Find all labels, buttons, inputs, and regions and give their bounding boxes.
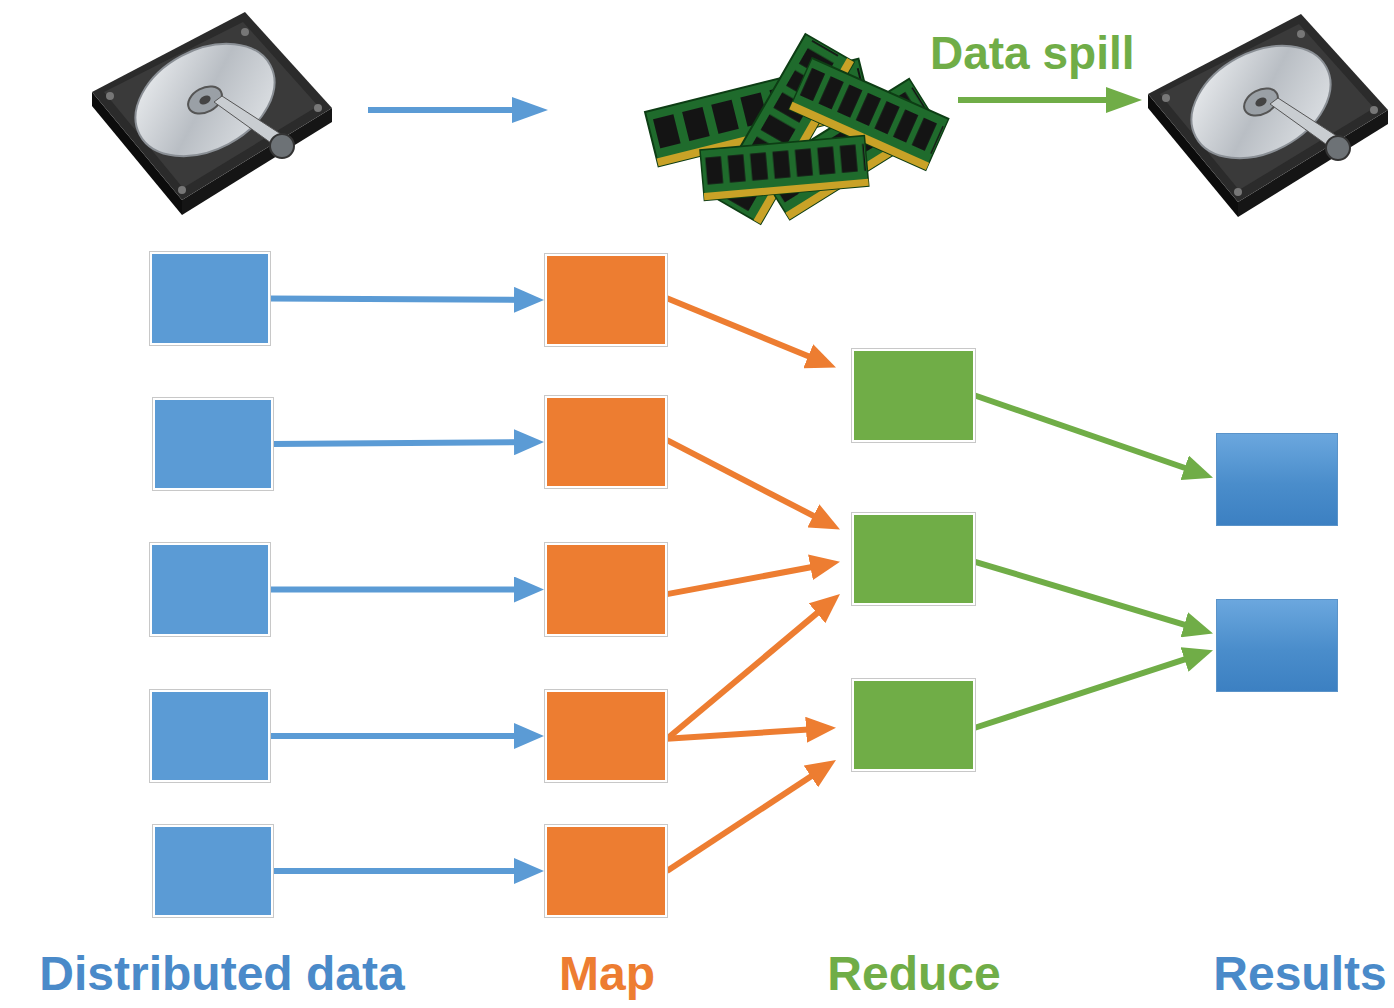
reduce-task [852, 513, 975, 605]
flow-arrow [667, 564, 828, 594]
data-block [150, 252, 270, 345]
column-title: Results [1213, 950, 1386, 998]
flow-arrow [975, 562, 1202, 630]
column-title: Map [559, 950, 655, 998]
flow-arrow [270, 299, 532, 300]
flow-arrow [975, 654, 1202, 728]
flow-arrow [667, 298, 825, 363]
data-block [153, 825, 273, 917]
data-block [150, 543, 270, 636]
result-block [1216, 433, 1338, 526]
flow-arrow [667, 729, 824, 739]
column-title: Reduce [827, 950, 1000, 998]
map-task [545, 690, 667, 782]
flow-arrow [270, 587, 532, 593]
flow-arrow [273, 442, 532, 444]
flow-arrow [273, 868, 532, 874]
ram-modules [645, 34, 949, 224]
load-arrow [368, 97, 548, 123]
column-title: Distributed data [39, 950, 404, 998]
data-block [150, 690, 270, 782]
hard-disk [92, 12, 332, 215]
reduce-task [852, 349, 975, 442]
data-block [153, 398, 273, 490]
map-task [545, 254, 667, 346]
map-task [545, 396, 667, 488]
flow-arrow [270, 733, 532, 739]
map-task [545, 825, 667, 917]
flow-arrow [667, 440, 829, 524]
flow-arrow [975, 396, 1202, 474]
flow-arrow [667, 602, 831, 739]
spill-arrow [958, 87, 1142, 113]
reduce-task [852, 679, 975, 771]
result-block [1216, 599, 1338, 692]
flow-arrow [667, 767, 826, 871]
stage-note: Data spill [930, 30, 1135, 76]
hard-disk [1148, 14, 1388, 217]
map-task [545, 543, 667, 636]
